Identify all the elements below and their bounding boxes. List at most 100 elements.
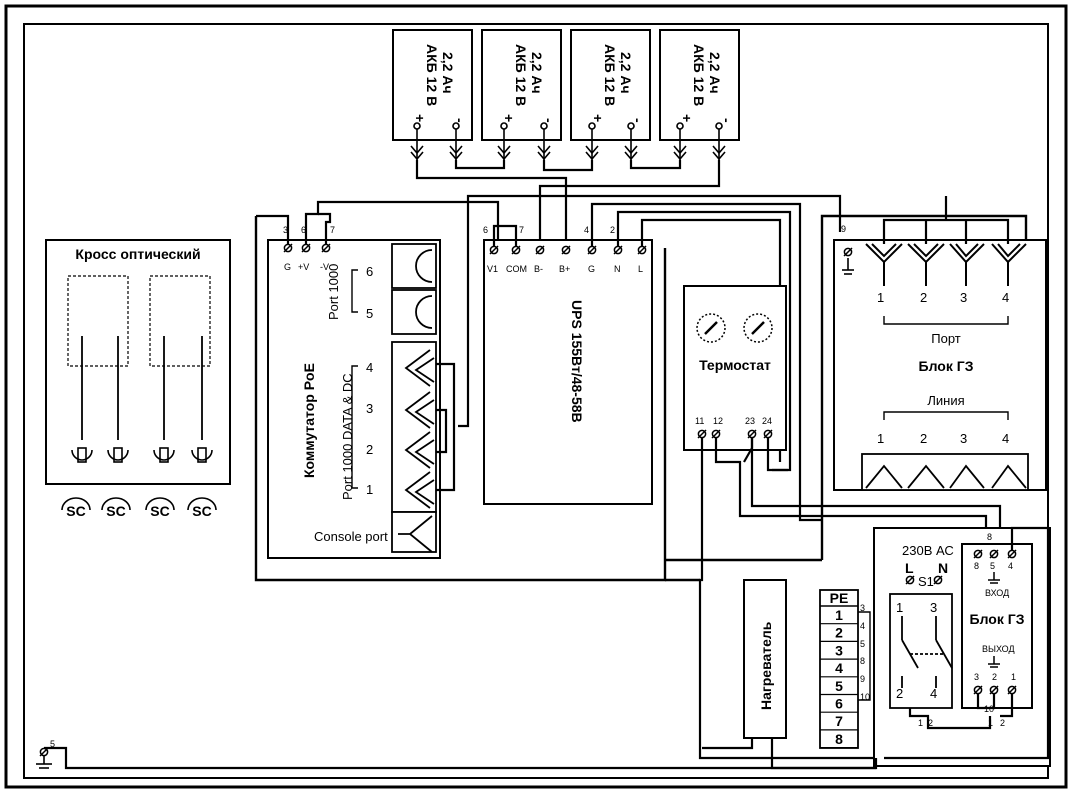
switch-ports	[391, 243, 437, 553]
thermostat-term: 11	[695, 416, 704, 426]
gz-port-label: Порт	[931, 331, 961, 346]
ups-term-num: 6	[483, 225, 488, 235]
switch-term-num: 3	[283, 225, 288, 235]
line-connectors	[865, 464, 1027, 489]
thermostat: Термостат 11 12 23 24	[683, 285, 1002, 760]
sc-label: SC	[150, 503, 169, 519]
battery-plus: +	[412, 114, 428, 122]
thermostat-term: 24	[762, 416, 772, 426]
sc-label: SC	[192, 503, 211, 519]
gz-line-num: 2	[920, 431, 927, 446]
battery-minus: -	[630, 118, 646, 123]
sw-num: 2	[896, 686, 903, 701]
port-num: 6	[366, 264, 373, 279]
ground-icon	[988, 656, 1000, 668]
inner-frame	[23, 23, 1049, 779]
terminal-wire-num: 8	[860, 656, 865, 666]
thermostat-term: 23	[745, 416, 755, 426]
thermostat-title: Термостат	[699, 357, 771, 373]
switch-title: Коммутатор PoE	[301, 363, 317, 478]
battery-minus: -	[541, 118, 557, 123]
sc-connectors: SC SC SC SC	[61, 497, 217, 519]
port1000-label: Port 1000	[326, 264, 341, 320]
ups-title: UPS 155Вт/48-58В	[569, 300, 585, 423]
earth-ground-icon	[36, 756, 52, 769]
switch-term-label: -V	[320, 262, 329, 272]
gz-line-num: 4	[1002, 431, 1009, 446]
port-num: 2	[366, 442, 373, 457]
terminal-row-label: 8	[835, 731, 843, 747]
ups-term-num: 4	[584, 225, 589, 235]
terminal-wire-num: 4	[860, 621, 865, 631]
battery-capacity: 2,2 Ач	[529, 52, 545, 94]
terminal-wire-nums: 3 4 5 8 9 10	[860, 603, 870, 702]
battery-minus: -	[719, 118, 735, 123]
switch-term-label: G	[284, 262, 291, 272]
ups-term-label: L	[638, 264, 643, 274]
voltage-label: 230В АС	[902, 543, 954, 558]
switch-term-label: +V	[298, 262, 309, 272]
port-num: 3	[366, 401, 373, 416]
gz2-top-num: 5	[990, 561, 995, 571]
sw-num: 1	[896, 600, 903, 615]
block-gz-top: 9 1 2 3 4 Порт Блок ГЗ Линия 1 2 3 4	[820, 196, 1047, 560]
ground-icon	[988, 572, 1000, 584]
port-connectors	[865, 243, 1027, 286]
port-numbers: 6 5 4 3 2 1	[366, 264, 373, 497]
battery-wiring	[415, 160, 721, 248]
port-poe-label: Port 1000 DATA & DC	[340, 373, 355, 500]
terminal-wire-num: 9	[860, 674, 865, 684]
dial-icon	[743, 313, 773, 343]
l-label: L	[905, 560, 914, 576]
switch-term-num: 6	[301, 225, 306, 235]
gz-line-num: 3	[960, 431, 967, 446]
terminal-wire-num: 5	[860, 639, 865, 649]
ups-term-num: 2	[610, 225, 615, 235]
battery-terminals	[410, 122, 726, 161]
thermostat-terminals: 11 12 23 24	[695, 416, 773, 439]
gz-title: Блок ГЗ	[919, 358, 974, 374]
terminal-wire-num: 3	[860, 603, 865, 613]
switch-term-num: 7	[330, 225, 335, 235]
gz2-top-num: 8	[974, 561, 979, 571]
link-num: 2	[928, 718, 933, 728]
gz2-bottom-num: 2	[992, 672, 997, 682]
dial-icon	[696, 313, 726, 343]
port-num: 1	[366, 482, 373, 497]
battery-4: АКБ 12 В 2,2 Ач + -	[659, 29, 740, 141]
battery-label: АКБ 12 В	[691, 44, 707, 106]
link-num: 1	[918, 718, 923, 728]
terminal-row-label: 3	[835, 642, 843, 658]
gz2-title: Блок ГЗ	[970, 611, 1025, 627]
switch-s1-icon	[901, 616, 953, 688]
battery-label: АКБ 12 В	[424, 44, 440, 106]
gz-port-num: 4	[1002, 290, 1009, 305]
gz-port-num: 3	[960, 290, 967, 305]
cassette-2	[149, 275, 211, 367]
battery-group: АКБ 12 В 2,2 Ач + - АКБ 12 В 2,2 Ач + - …	[392, 29, 740, 161]
gz2-out-label: ВЫХОД	[982, 644, 1015, 654]
terminal-row-label: 1	[835, 607, 843, 623]
terminal-row-label: 7	[835, 713, 843, 729]
optical-cross: Кросс оптический SC SC SC SC	[45, 239, 231, 519]
heater-title: Нагреватель	[758, 621, 774, 710]
sc-label: SC	[106, 503, 125, 519]
battery-capacity: 2,2 Ач	[618, 52, 634, 94]
sw-num: 3	[930, 600, 937, 615]
battery-2: АКБ 12 В 2,2 Ач + -	[481, 29, 562, 141]
battery-1: АКБ 12 В 2,2 Ач + -	[392, 29, 473, 141]
ground-wiring: 5	[36, 558, 876, 770]
battery-label: АКБ 12 В	[602, 44, 618, 106]
gz-line-label: Линия	[927, 393, 964, 408]
gz2-bottom-num: 1	[1011, 672, 1016, 682]
battery-minus: -	[452, 118, 468, 123]
port-num: 5	[366, 306, 373, 321]
port-numbers-top: 1 2 3 4	[877, 290, 1009, 305]
link-num: 1	[988, 718, 993, 728]
sc-adapters	[71, 447, 213, 463]
switch-power-wiring	[256, 194, 842, 428]
ups-term-label: COM	[506, 264, 527, 274]
